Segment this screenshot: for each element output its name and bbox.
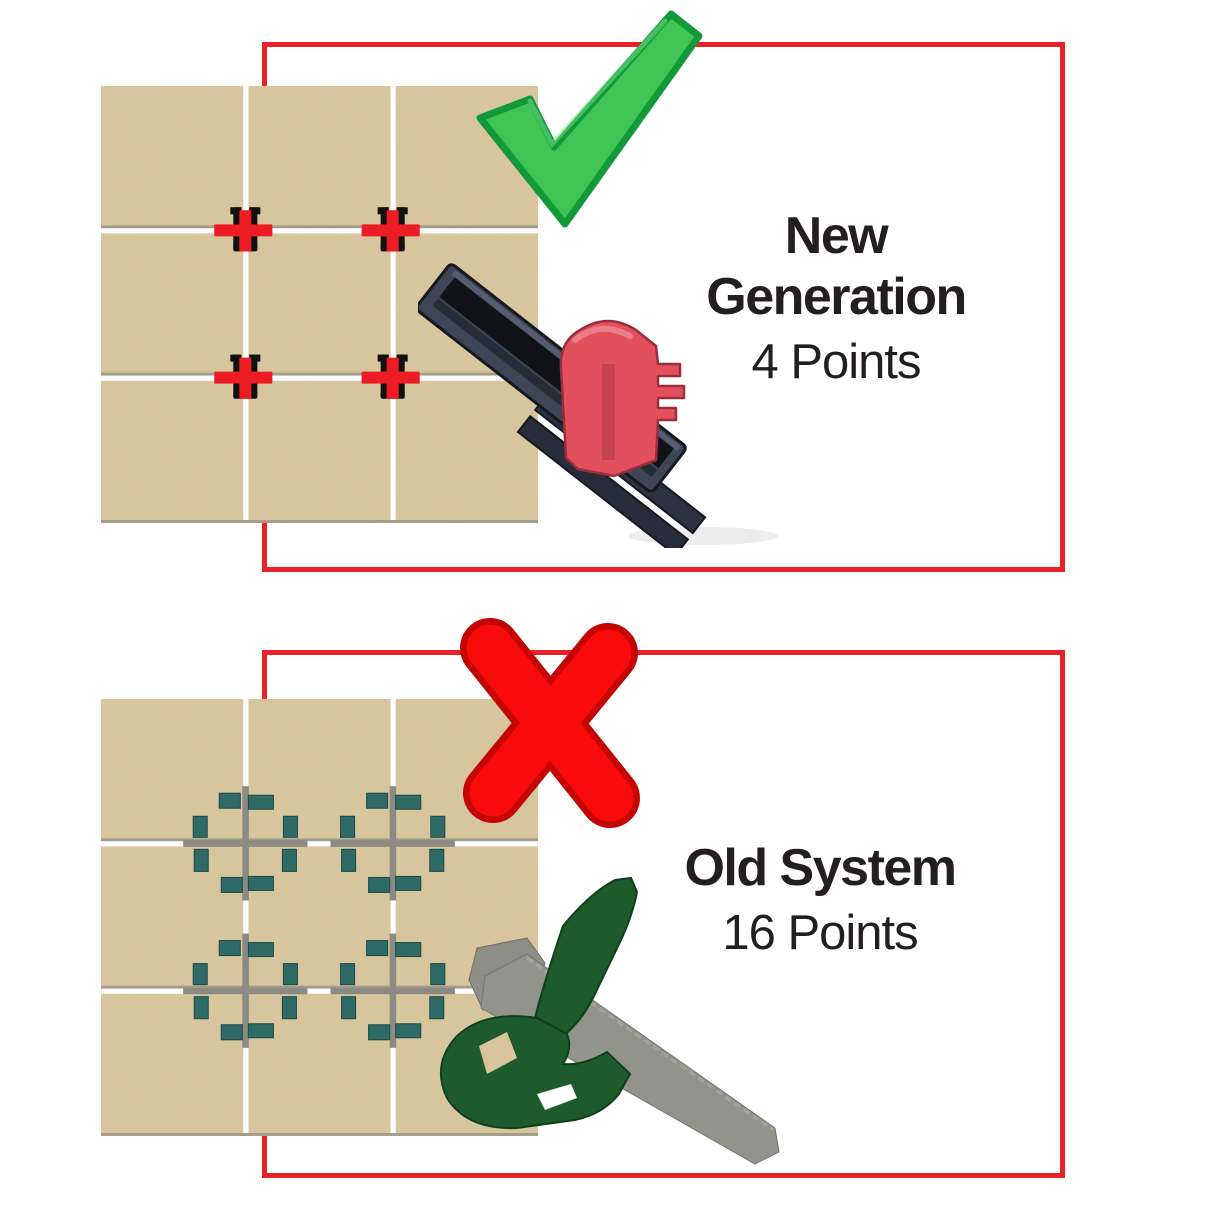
old-subtitle: 16 Points bbox=[722, 906, 918, 960]
strap-hole bbox=[537, 1084, 577, 1110]
new-caption: New Generation 4 Points bbox=[636, 206, 1036, 391]
new-title-line1: New bbox=[784, 207, 889, 265]
old-caption: Old System 16 Points bbox=[620, 838, 1020, 962]
checkmark-icon bbox=[476, 10, 703, 228]
cross-spacers-marker bbox=[183, 786, 308, 901]
tile-grid-old bbox=[101, 699, 538, 1136]
new-subtitle: 4 Points bbox=[751, 335, 921, 389]
leveling-clip-marker bbox=[361, 207, 420, 252]
cross-spacers-marker bbox=[330, 786, 455, 901]
green-clip-blade bbox=[533, 876, 639, 1042]
old-spacer-clip-and-wedge-image bbox=[440, 876, 780, 1165]
leveling-clip-and-wedge-image bbox=[418, 263, 778, 548]
new-title-line2: Generation bbox=[706, 268, 967, 326]
cross-spacers-marker bbox=[330, 933, 455, 1048]
old-title: Old System bbox=[684, 839, 957, 897]
strap-hole bbox=[479, 1032, 517, 1074]
cross-spacers-marker bbox=[183, 933, 308, 1048]
cross-icon bbox=[460, 618, 640, 828]
leveling-clip-marker bbox=[214, 207, 273, 252]
red-wedge-clip bbox=[559, 319, 686, 478]
leveling-clip-marker bbox=[214, 354, 273, 399]
leveling-clip-marker bbox=[361, 354, 420, 399]
